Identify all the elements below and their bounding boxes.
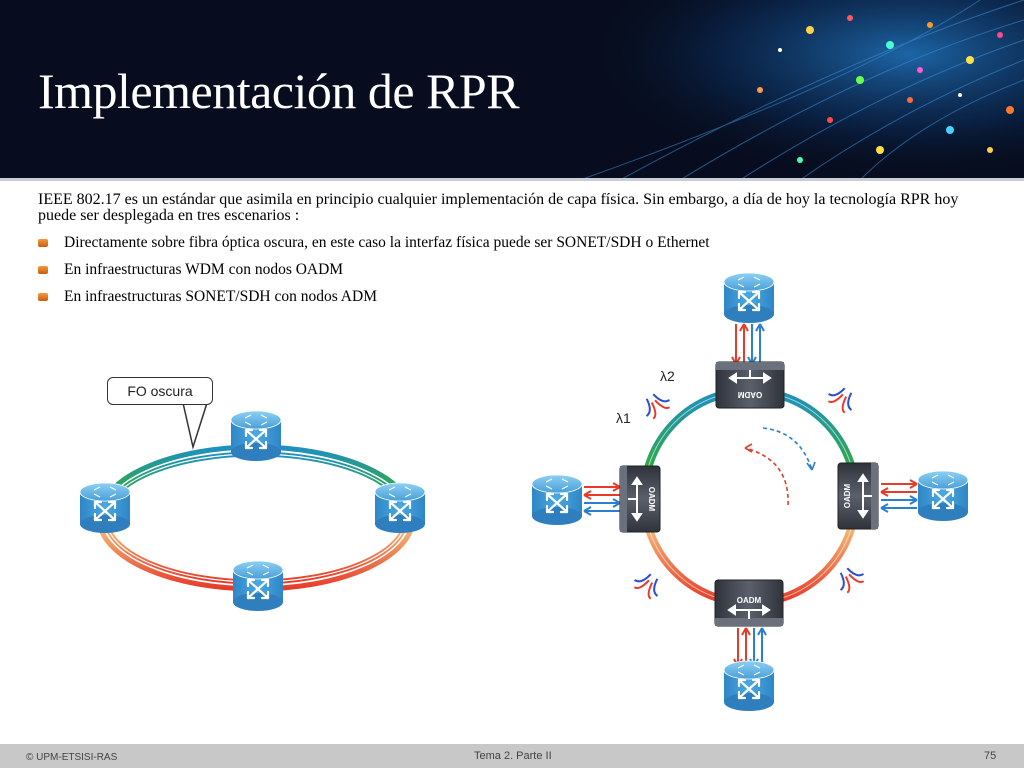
- bullet-icon: [38, 266, 48, 274]
- wdm-ring: [640, 387, 860, 607]
- oadm-node-top[interactable]: OADM: [715, 361, 785, 409]
- slide-header: Implementación de RPR: [0, 0, 1024, 180]
- slide-footer: © UPM-ETSISI-RAS Tema 2. Parte II 75: [0, 744, 1024, 768]
- router-icon[interactable]: [231, 560, 285, 612]
- wavelength-filter-icon: [633, 387, 865, 600]
- router-icon[interactable]: [229, 410, 283, 462]
- bullet-text: En infraestructuras WDM con nodos OADM: [64, 261, 344, 278]
- callout-dark-fiber: FO oscura: [107, 377, 213, 405]
- oadm-label: OADM: [647, 487, 656, 512]
- add-drop-links-left: [583, 482, 621, 516]
- oadm-node-bottom[interactable]: OADM: [714, 579, 784, 627]
- oadm-label: OADM: [737, 390, 762, 399]
- lambda1-label: λ1: [616, 410, 631, 426]
- oadm-node-left[interactable]: OADM: [619, 465, 661, 533]
- router-icon[interactable]: [373, 482, 427, 534]
- router-icon[interactable]: [530, 474, 584, 526]
- bullet-icon: [38, 239, 48, 247]
- dark-fiber-ring: [96, 444, 416, 592]
- direction-arrows: [744, 427, 816, 506]
- add-drop-links-right: [880, 479, 918, 513]
- intro-text: IEEE 802.17 es un estándar que asimila e…: [38, 191, 959, 224]
- router-icon[interactable]: [722, 272, 776, 324]
- add-drop-links-bottom: [733, 627, 767, 667]
- lambda2-label: λ2: [660, 368, 675, 384]
- bullet-text: Directamente sobre fibra óptica oscura, …: [64, 234, 710, 251]
- page-number: 75: [984, 750, 997, 762]
- bullet-text: En infraestructuras SONET/SDH con nodos …: [64, 288, 377, 305]
- router-icon[interactable]: [916, 470, 970, 522]
- bullet-list: Directamente sobre fibra óptica oscura, …: [38, 234, 710, 315]
- bullet-item: En infraestructuras SONET/SDH con nodos …: [38, 288, 710, 315]
- page-title: Implementación de RPR: [38, 63, 520, 119]
- add-drop-links-top: [731, 323, 765, 365]
- footer-section: Tema 2. Parte II: [474, 750, 552, 762]
- oadm-label: OADM: [737, 596, 762, 605]
- oadm-node-right[interactable]: OADM: [837, 462, 879, 530]
- footer-copyright: © UPM-ETSISI-RAS: [26, 752, 118, 763]
- router-icon[interactable]: [722, 660, 776, 712]
- callout-pointer: [182, 402, 208, 450]
- fiber-optic-image: [560, 0, 1024, 180]
- router-icon[interactable]: [78, 482, 132, 534]
- bullet-icon: [38, 293, 48, 301]
- bullet-item: En infraestructuras WDM con nodos OADM: [38, 261, 710, 288]
- bullet-item: Directamente sobre fibra óptica oscura, …: [38, 234, 710, 261]
- header-divider: [0, 178, 1024, 181]
- oadm-label: OADM: [843, 483, 852, 508]
